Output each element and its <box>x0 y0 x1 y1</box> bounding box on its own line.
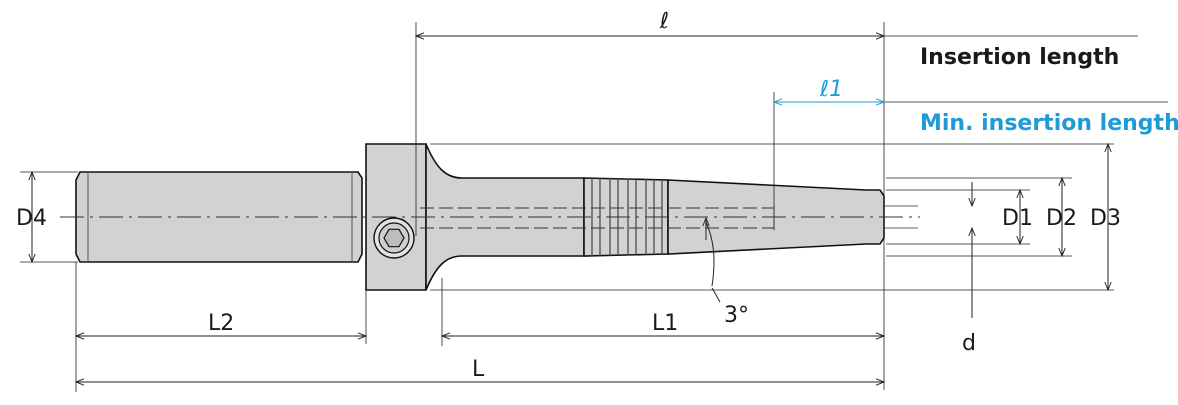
label-ell1: ℓ1 <box>819 77 843 102</box>
label-L: L <box>472 357 485 382</box>
label-L2: L2 <box>208 311 234 336</box>
hex-socket-screw <box>373 217 415 259</box>
label-D3: D3 <box>1090 206 1121 231</box>
label-angle: 3° <box>724 303 749 328</box>
dimension-lines <box>28 32 1112 386</box>
label-D1: D1 <box>1002 206 1033 231</box>
label-L1: L1 <box>652 311 678 336</box>
labels: ℓ ℓ1 Insertion length Min. insertion len… <box>16 9 1178 382</box>
label-D2: D2 <box>1046 206 1077 231</box>
label-d: d <box>962 331 976 356</box>
label-ell: ℓ <box>659 9 669 34</box>
extension-lines <box>20 22 1168 392</box>
angle-arc <box>705 221 715 287</box>
label-min-insertion-length: Min. insertion length <box>920 111 1178 136</box>
label-insertion-length: Insertion length <box>920 45 1119 70</box>
label-D4: D4 <box>16 206 47 231</box>
